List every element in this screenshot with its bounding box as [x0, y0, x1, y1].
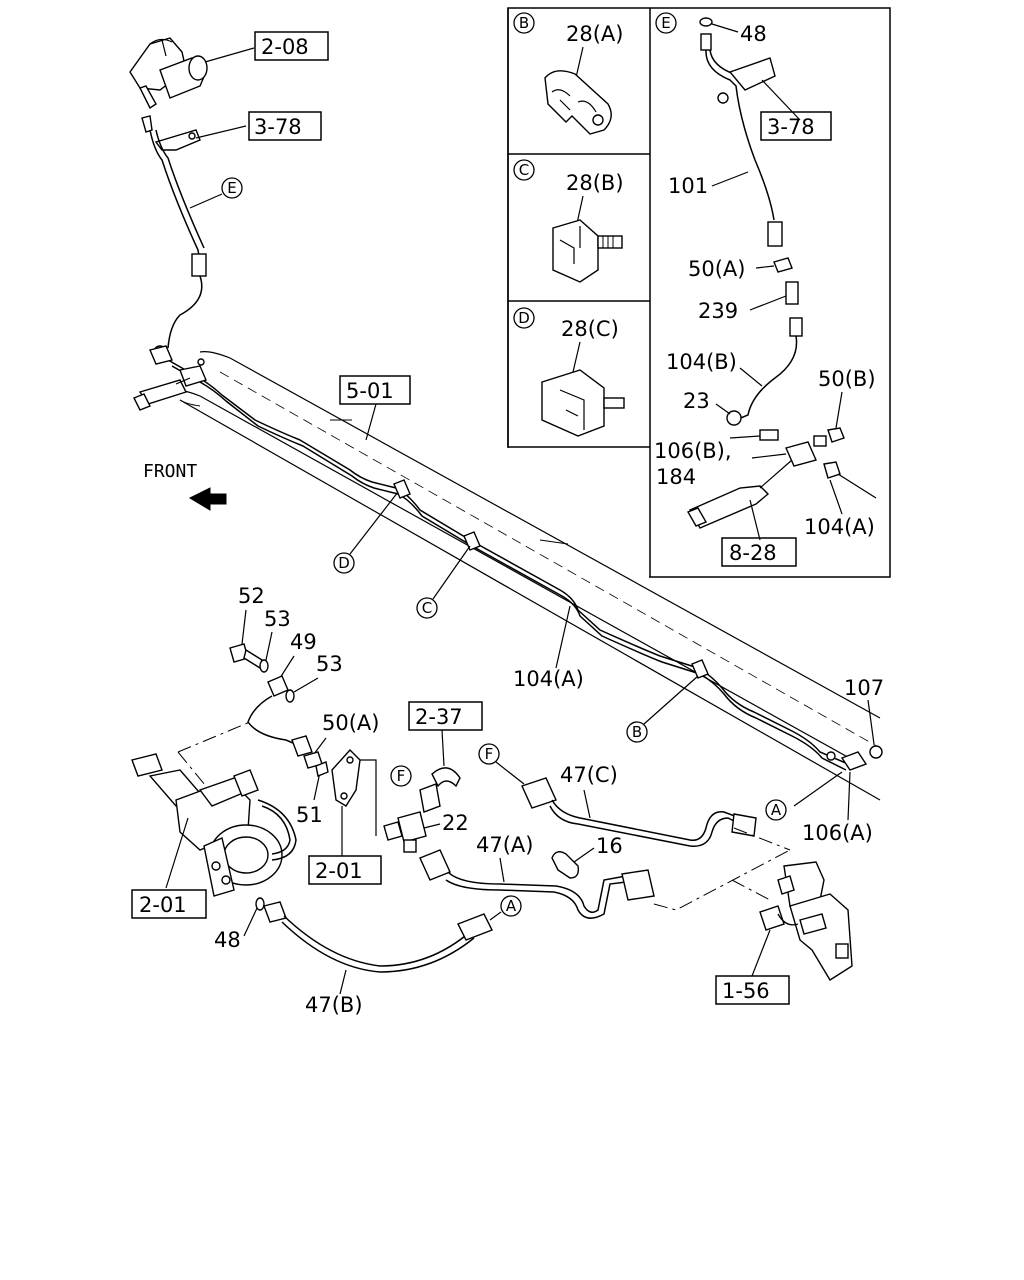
label-104a-main: 104(A) — [513, 667, 584, 691]
bracket-icon — [331, 748, 361, 807]
label-50a-main: 50(A) — [322, 711, 379, 735]
svg-text:A: A — [771, 801, 782, 819]
label-51: 51 — [296, 803, 323, 827]
callout-a-right: A — [765, 799, 787, 821]
ref-1-56: 1-56 — [715, 975, 790, 1005]
hose-104b-icon — [726, 317, 803, 426]
clip-28c-icon — [541, 369, 625, 437]
hose-47a-icon — [419, 849, 655, 919]
label-52: 52 — [238, 584, 265, 608]
hose-47b-icon — [263, 901, 493, 973]
callout-f-left: F — [390, 765, 412, 787]
inset-d: D 28(C) — [513, 307, 625, 437]
front-arrow-icon — [188, 487, 227, 511]
svg-text:E: E — [227, 179, 236, 197]
brake-line-104a — [167, 359, 849, 771]
ref-2-08-top: 2-08 — [254, 31, 329, 61]
svg-text:F: F — [485, 745, 494, 763]
label-53a: 53 — [264, 607, 291, 631]
ref-2-01-mid: 2-01 — [308, 855, 382, 885]
hose-2-37-icon — [419, 767, 461, 813]
hose-e-main-icon — [141, 115, 207, 359]
svg-text:8-28: 8-28 — [729, 541, 777, 565]
label-28b: 28(B) — [566, 171, 624, 195]
label-22: 22 — [442, 811, 469, 835]
label-48-inset: 48 — [740, 22, 767, 46]
ref-5-01: 5-01 — [339, 375, 411, 405]
clip-28a-icon — [544, 70, 612, 135]
label-106b: 106(B), — [654, 439, 732, 463]
callout-b-main: B — [626, 675, 699, 743]
svg-text:3-78: 3-78 — [767, 115, 815, 139]
label-239: 239 — [698, 299, 738, 323]
inset-c-letter: C — [519, 161, 529, 179]
ref-2-37: 2-37 — [408, 701, 483, 731]
callout-d-main: D — [333, 491, 399, 574]
inset-b: B 28(A) — [513, 12, 623, 135]
label-28a: 28(A) — [566, 22, 623, 46]
callout-e-main: E — [189, 177, 243, 209]
inset-e: E 48 3-78 101 50(A) 239 — [654, 12, 877, 567]
label-184: 184 — [656, 465, 696, 489]
callout-c-main: C — [416, 545, 471, 619]
label-28c: 28(C) — [561, 317, 619, 341]
clip-16-icon — [551, 851, 580, 879]
label-53b: 53 — [316, 652, 343, 676]
svg-text:1-56: 1-56 — [722, 979, 770, 1003]
hose-47c-icon — [521, 777, 757, 847]
svg-text:2-01: 2-01 — [315, 859, 363, 883]
label-50a-inset: 50(A) — [688, 257, 745, 281]
master-cylinder-icon — [129, 37, 255, 110]
svg-text:2-37: 2-37 — [415, 705, 463, 729]
fitting-22-icon — [383, 811, 427, 853]
valve-1-56-icon — [759, 861, 853, 981]
label-107: 107 — [844, 676, 884, 700]
inset-c: C 28(B) — [513, 159, 624, 283]
svg-text:3-78: 3-78 — [254, 115, 302, 139]
svg-text:B: B — [632, 723, 642, 741]
callout-a-lower: A — [489, 895, 522, 921]
servo-unit-icon — [131, 753, 297, 897]
svg-text:2-08: 2-08 — [261, 35, 309, 59]
label-47a: 47(A) — [476, 833, 533, 857]
label-48-main: 48 — [214, 928, 241, 952]
ref-8-28: 8-28 — [721, 537, 797, 567]
label-16: 16 — [596, 834, 623, 858]
label-101: 101 — [668, 174, 708, 198]
ref-2-01-left: 2-01 — [131, 889, 207, 919]
sensor-8-28-icon — [686, 459, 793, 529]
t-fitting-icon — [751, 435, 877, 499]
label-104a-inset: 104(A) — [804, 515, 875, 539]
label-104b: 104(B) — [666, 350, 737, 374]
label-47c: 47(C) — [560, 763, 618, 787]
svg-text:F: F — [397, 767, 406, 785]
label-47b: 47(B) — [305, 993, 363, 1017]
label-50b: 50(B) — [818, 367, 876, 391]
label-23: 23 — [683, 389, 710, 413]
label-49: 49 — [290, 630, 317, 654]
front-fitting-icon — [133, 345, 207, 411]
svg-text:C: C — [422, 599, 432, 617]
ref-3-78-top: 3-78 — [248, 111, 322, 141]
svg-text:D: D — [338, 554, 350, 572]
svg-text:5-01: 5-01 — [346, 379, 394, 403]
bolt-52-icon — [229, 643, 263, 670]
inset-area — [507, 7, 891, 580]
ref-3-78-inset: 3-78 — [760, 111, 832, 141]
inset-d-letter: D — [518, 309, 530, 327]
svg-text:2-01: 2-01 — [139, 893, 187, 917]
label-106a: 106(A) — [802, 821, 873, 845]
front-label: FRONT — [143, 461, 197, 482]
hose-101-icon — [700, 33, 783, 247]
inset-b-letter: B — [519, 14, 529, 32]
callout-f-right: F — [478, 743, 525, 785]
clip-28b-icon — [552, 219, 623, 283]
svg-text:A: A — [506, 897, 517, 915]
inset-e-letter: E — [661, 14, 670, 32]
